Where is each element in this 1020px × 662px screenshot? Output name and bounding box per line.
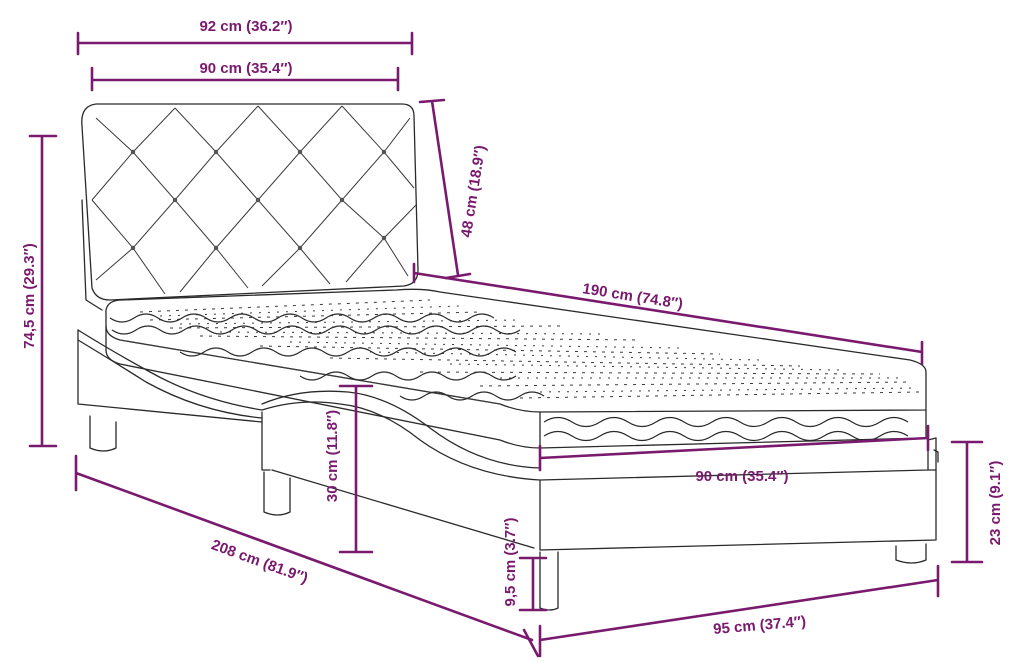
mattress — [105, 288, 927, 449]
bed-base-height-label: 30 cm (11.8″) — [324, 410, 341, 502]
leg-height-label: 9,5 cm (3.7″) — [502, 518, 519, 607]
total-width-label: 92 cm (36.2″) — [199, 18, 292, 35]
mattress-side-waves — [109, 313, 909, 442]
frame-width-label: 95 cm (37.4″) — [713, 613, 807, 638]
headboard — [81, 103, 419, 311]
headboard-tufting — [91, 105, 417, 295]
total-length-label: 208 cm (81.9″) — [209, 536, 310, 587]
bed-frame — [77, 329, 939, 551]
mattress-width-label: 90 cm (35.4″) — [695, 468, 788, 485]
frame-height-label: 23 cm (9.1″) — [987, 461, 1004, 546]
dimension-lines — [28, 31, 984, 658]
bed-illustration — [77, 103, 939, 611]
bed-legs — [89, 415, 927, 611]
total-height-label: 74,5 cm (29.3″) — [21, 243, 38, 349]
headboard-width-label: 90 cm (35.4″) — [199, 60, 292, 77]
mattress-quilting — [139, 299, 921, 399]
headboard-height-label: 48 cm (18.9″) — [458, 144, 489, 239]
dimension-labels: 92 cm (36.2″) 90 cm (35.4″) 48 cm (18.9″… — [21, 18, 1004, 638]
